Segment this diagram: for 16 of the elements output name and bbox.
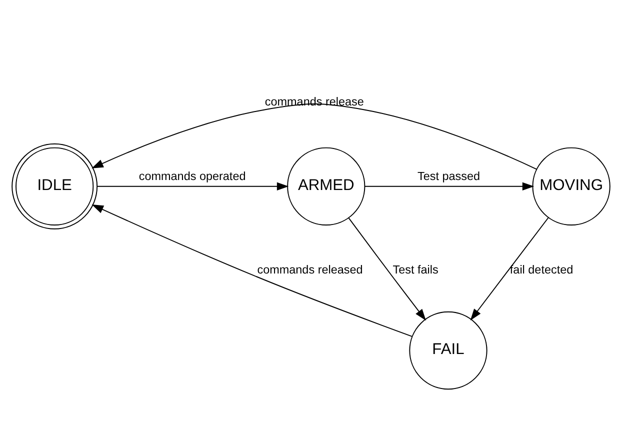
arrow: [348, 217, 426, 320]
arrow: [92, 102, 537, 170]
edge-label: commands operated: [138, 170, 246, 183]
edge-label: Test fails: [392, 262, 438, 276]
arrow: [364, 182, 534, 190]
edge-label: commands release: [264, 94, 364, 108]
node-circle: ARMED: [287, 146, 366, 225]
node-circle: IDLE: [12, 142, 98, 229]
arrow: [96, 182, 289, 190]
edge-label: Test passed: [417, 170, 480, 183]
edge-label: commands released: [257, 262, 363, 276]
node-circle: FAIL: [409, 310, 488, 390]
arrow: [92, 204, 412, 336]
arrow: [470, 216, 549, 320]
edge-label: fail detected: [510, 262, 574, 276]
node-circle: MOVING: [532, 146, 610, 225]
